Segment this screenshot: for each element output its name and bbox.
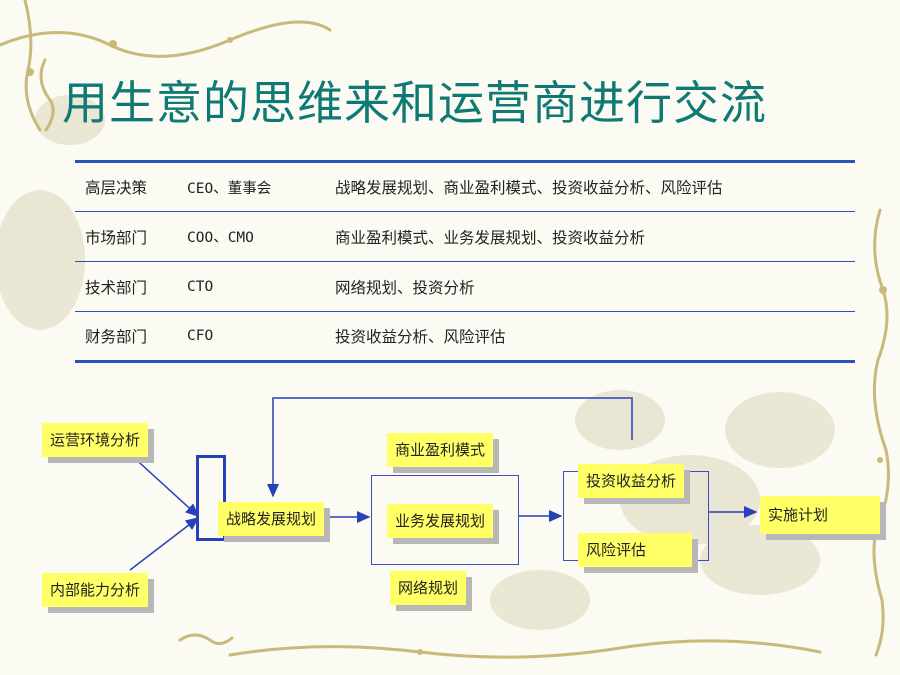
role-cell: CFO bbox=[187, 328, 214, 344]
business-model-node: 商业盈利模式 bbox=[387, 433, 494, 467]
focus-cell: 投资收益分析、风险评估 bbox=[335, 328, 506, 346]
risk-assessment-node: 风险评估 bbox=[578, 533, 692, 567]
role-cell: COO、CMO bbox=[187, 230, 254, 246]
capability-analysis-node: 内部能力分析 bbox=[42, 573, 149, 607]
table-row: 市场部门 COO、CMO 商业盈利模式、业务发展规划、投资收益分析 bbox=[75, 212, 855, 262]
role-table: 高层决策 CEO、董事会 战略发展规划、商业盈利模式、投资收益分析、风险评估 市… bbox=[75, 160, 855, 363]
business-planning-node: 业务发展规划 bbox=[387, 504, 494, 538]
role-cell: CTO bbox=[187, 278, 214, 295]
table-row: 高层决策 CEO、董事会 战略发展规划、商业盈利模式、投资收益分析、风险评估 bbox=[75, 161, 855, 212]
focus-cell: 网络规划、投资分析 bbox=[335, 278, 475, 297]
dept-cell: 高层决策 bbox=[85, 179, 148, 197]
role-cell: CEO、董事会 bbox=[187, 180, 272, 197]
focus-cell: 商业盈利模式、业务发展规划、投资收益分析 bbox=[335, 228, 646, 247]
strategy-planning-node: 战略发展规划 bbox=[218, 502, 325, 536]
env-analysis-node: 运营环境分析 bbox=[42, 423, 149, 457]
dept-cell: 市场部门 bbox=[85, 228, 148, 247]
implementation-plan-node: 实施计划 bbox=[760, 496, 880, 534]
network-planning-node: 网络规划 bbox=[390, 571, 467, 605]
investment-analysis-node: 投资收益分析 bbox=[578, 464, 685, 498]
dept-cell: 财务部门 bbox=[85, 328, 148, 346]
dept-cell: 技术部门 bbox=[85, 278, 148, 297]
table-row: 财务部门 CFO 投资收益分析、风险评估 bbox=[75, 312, 855, 362]
table-row: 技术部门 CTO 网络规划、投资分析 bbox=[75, 262, 855, 312]
page-title: 用生意的思维来和运营商进行交流 bbox=[62, 76, 767, 130]
focus-cell: 战略发展规划、商业盈利模式、投资收益分析、风险评估 bbox=[335, 179, 723, 197]
